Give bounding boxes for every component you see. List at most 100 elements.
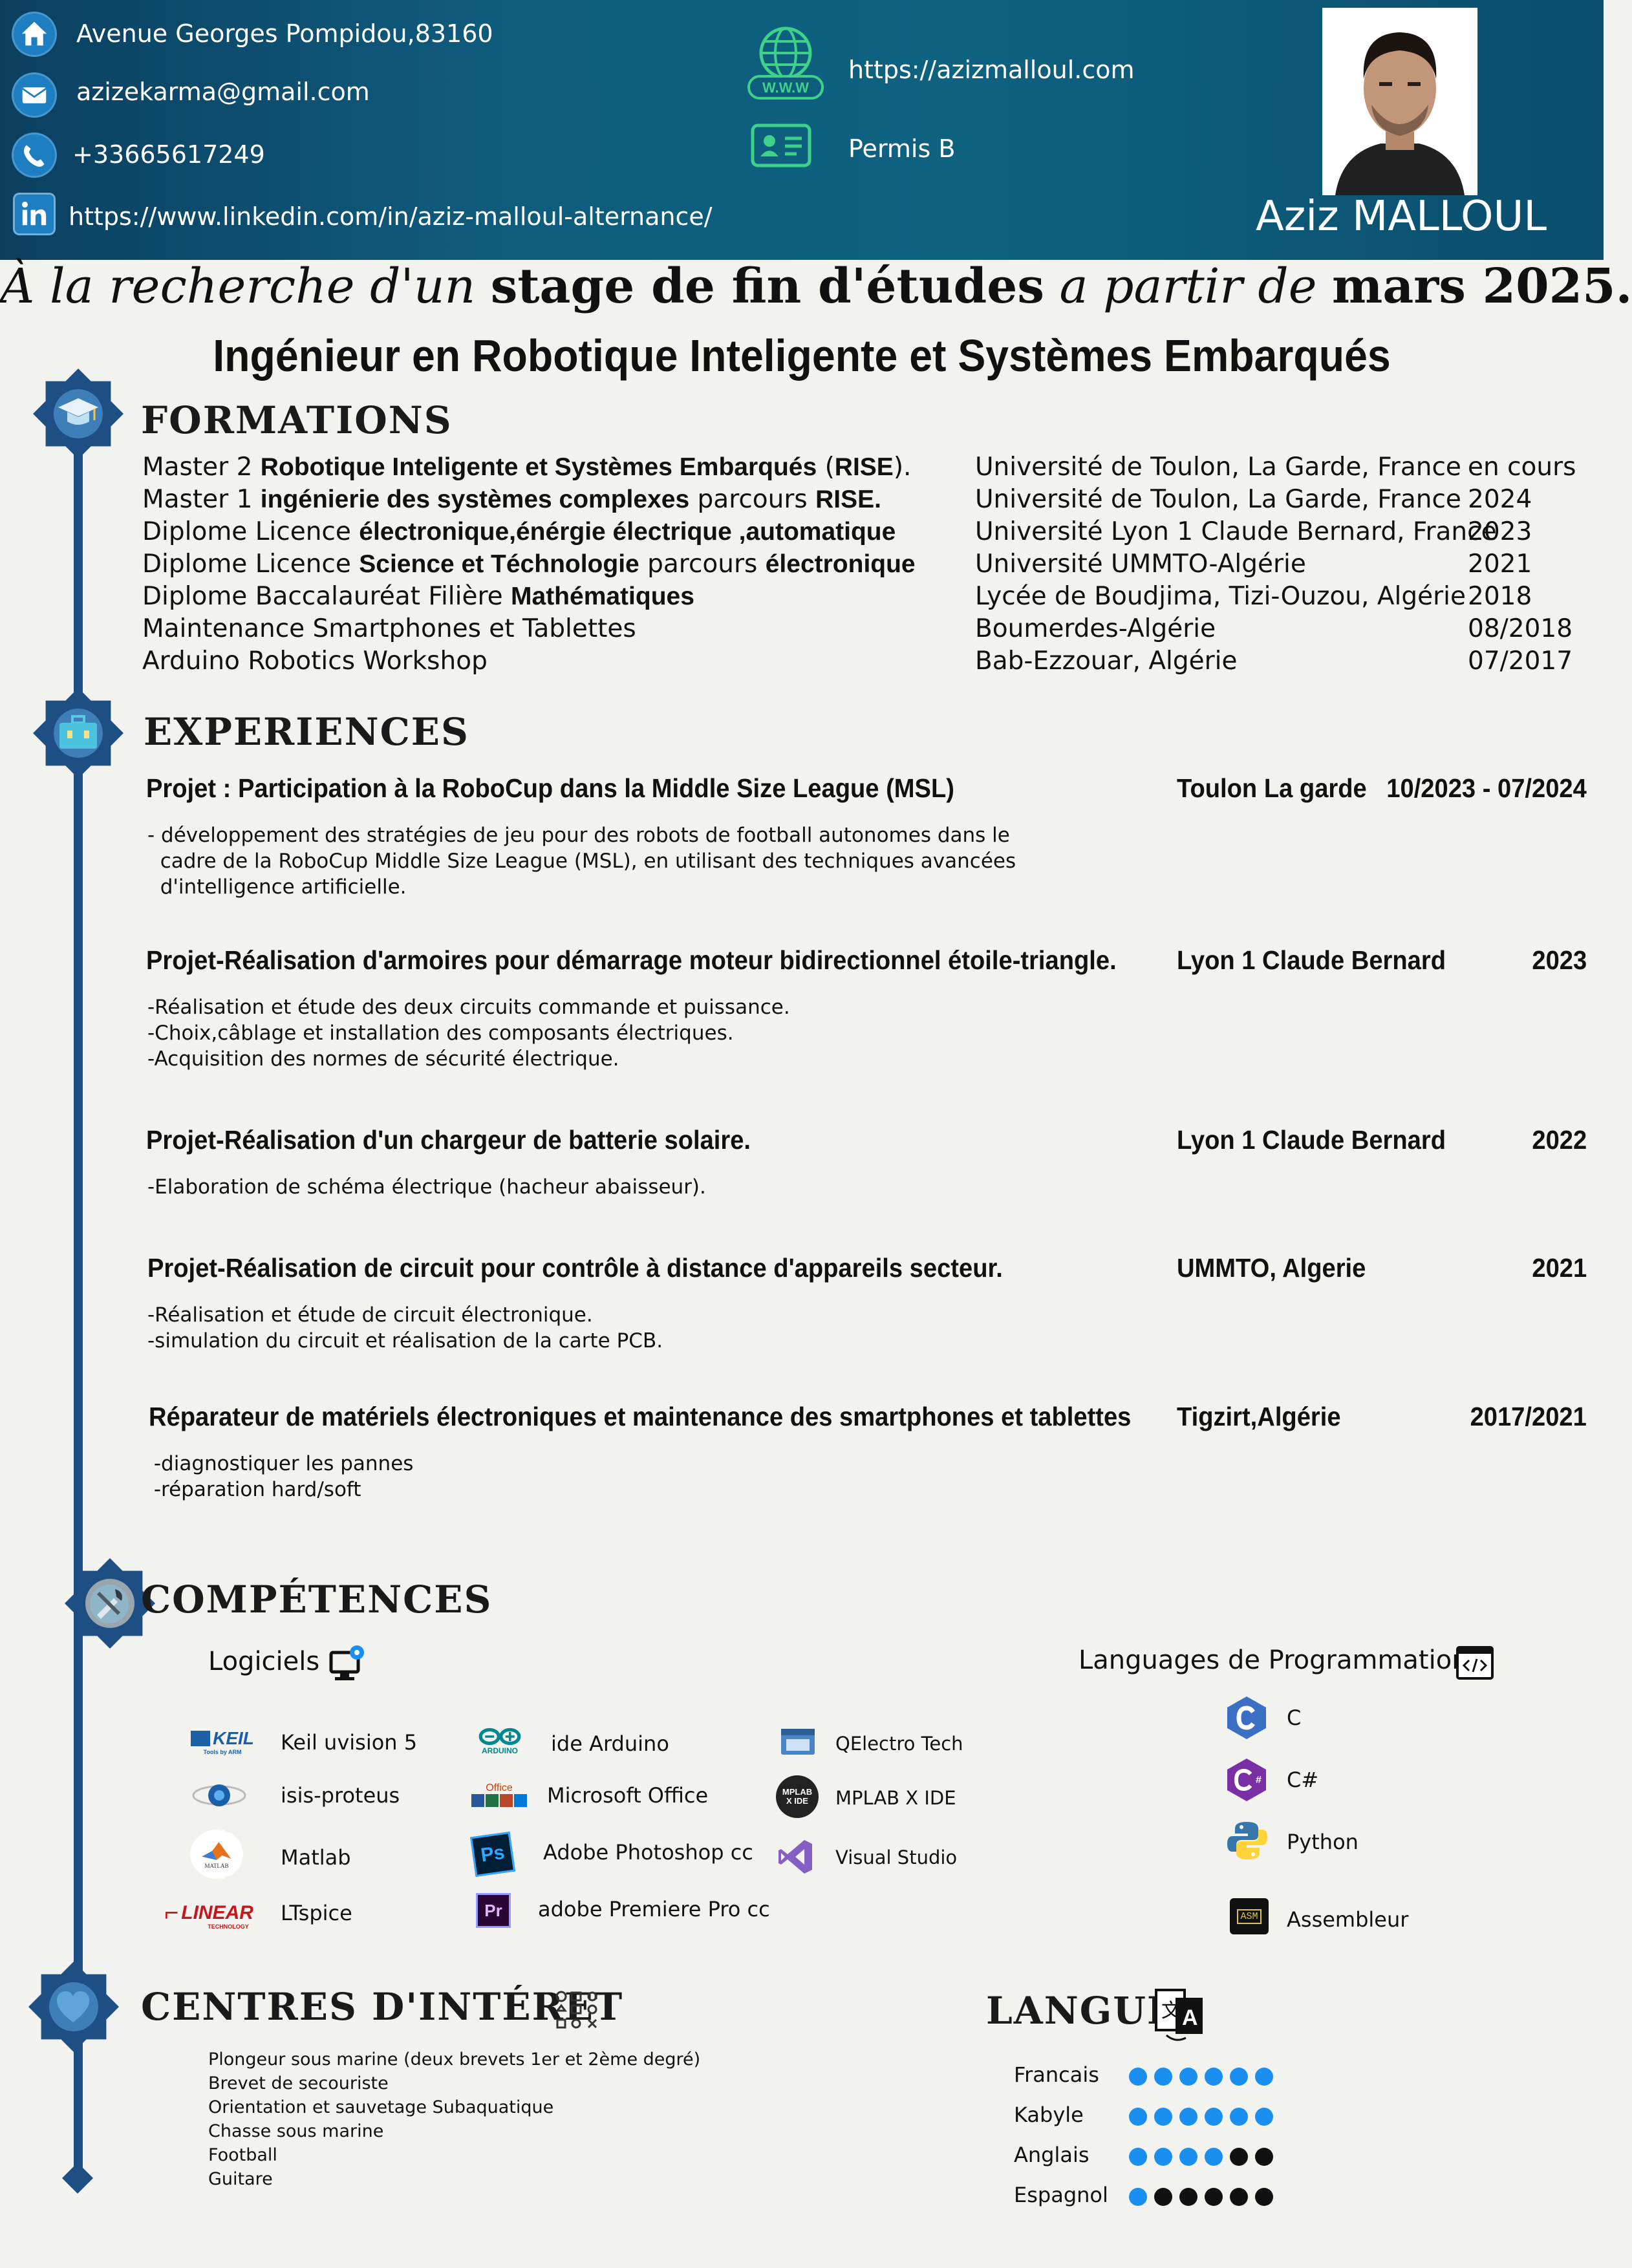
formation-degree-bold: ingénierie des systèmes complexes <box>260 486 690 513</box>
experience-title: Projet-Réalisation d'un chargeur de batt… <box>146 1125 751 1155</box>
experience-description-line: - développement des stratégies de jeu po… <box>147 824 1010 847</box>
language-level-dot <box>1179 2148 1197 2166</box>
language-c: C <box>1287 1706 1302 1730</box>
language-level-dot <box>1255 2108 1273 2126</box>
photoshop-logo-icon: Ps <box>467 1828 519 1880</box>
formation-degree: Diplome Baccalauréat Filière Mathématiqu… <box>142 582 694 611</box>
software-photoshop: Adobe Photoshop cc <box>543 1840 753 1865</box>
job-title: Ingénieur en Robotique Inteligente et Sy… <box>213 330 1391 381</box>
language-level-dot <box>1230 2188 1248 2206</box>
programming-heading: Languages de Programmation <box>1079 1645 1468 1675</box>
qelectrotech-logo-icon <box>778 1725 817 1757</box>
formation-place: Boumerdes-Algérie <box>975 614 1216 643</box>
software-arduino: ide Arduino <box>551 1731 669 1756</box>
experience-description: - développement des stratégies de jeu po… <box>147 822 1016 900</box>
arduino-logo-icon: ARDUINO <box>471 1722 529 1760</box>
software-premiere: adobe Premiere Pro cc <box>538 1897 770 1921</box>
language-level-dots <box>1129 2068 1273 2086</box>
tagline-part1: À la recherche d'un <box>0 259 476 314</box>
language-level-dot <box>1129 2148 1147 2166</box>
tagline: À la recherche d'un stage de fin d'étude… <box>0 259 1632 314</box>
experience-description-line: -Réalisation et étude des deux circuits … <box>147 996 790 1019</box>
language-level-dot <box>1154 2188 1172 2206</box>
section-interets-title: CENTRES D'INTÉRET <box>141 1985 624 2029</box>
software-visual-studio: Visual Studio <box>835 1846 958 1868</box>
tagline-part3: a partir de <box>1059 259 1317 314</box>
language-level-dot <box>1255 2188 1273 2206</box>
office-logo-icon: Office <box>467 1777 531 1813</box>
language-level-dot <box>1205 2148 1223 2166</box>
experience-description-line: -Elaboration de schéma électrique (hache… <box>147 1175 706 1199</box>
python-logo-icon <box>1226 1819 1269 1862</box>
language-csharp: C# <box>1287 1768 1319 1792</box>
phone-icon <box>12 133 57 178</box>
formation-date: en cours <box>1468 453 1576 482</box>
website-link[interactable]: https://azizmalloul.com <box>848 56 1135 84</box>
tagline-part4: mars 2025. <box>1332 259 1632 314</box>
formation-degree-bold: Mathématiques <box>511 583 694 610</box>
formation-place: Université UMMTO-Algérie <box>975 550 1306 579</box>
www-badge-text: W.W.W <box>762 80 809 96</box>
c-logo-icon <box>1226 1695 1267 1740</box>
formation-degree-text: parcours <box>689 485 816 514</box>
language-name: Anglais <box>1014 2143 1090 2167</box>
experience-date: 10/2023 - 07/2024 <box>1386 773 1587 803</box>
language-name: Espagnol <box>1014 2183 1108 2207</box>
formation-date: 2024 <box>1468 485 1532 514</box>
experience-description: -Elaboration de schéma électrique (hache… <box>147 1174 706 1200</box>
formation-degree-text: Arduino Robotics Workshop <box>142 647 488 676</box>
software-matlab: Matlab <box>281 1845 351 1870</box>
formation-degree-bold: électronique <box>765 550 916 578</box>
language-level-dot <box>1205 2188 1223 2206</box>
experience-description: -Réalisation et étude des deux circuits … <box>147 994 790 1072</box>
experience-place: Toulon La garde <box>1177 773 1367 803</box>
experience-description-line: -Réalisation et étude de circuit électro… <box>147 1303 593 1327</box>
formation-degree: Diplome Licence électronique,énérgie éle… <box>142 517 896 546</box>
formation-degree-text: ( <box>817 453 835 482</box>
linkedin-icon <box>13 193 56 235</box>
formation-degree-text: Maintenance Smartphones et Tablettes <box>142 614 636 643</box>
section-formations-title: FORMATIONS <box>141 398 453 442</box>
section-experiences-title: EXPERIENCES <box>144 710 469 754</box>
formation-degree-bold: Science et Téchnologie <box>359 550 639 578</box>
formation-degree: Master 1 ingénierie des systèmes complex… <box>142 485 881 514</box>
language-level-dot <box>1255 2148 1273 2166</box>
language-level-dot <box>1154 2148 1172 2166</box>
globe-icon: W.W.W <box>747 23 824 102</box>
interest-item: Football <box>208 2145 277 2165</box>
language-level-dot <box>1205 2108 1223 2126</box>
language-name: Kabyle <box>1014 2102 1084 2127</box>
interest-item: Guitare <box>208 2169 273 2189</box>
language-level-dot <box>1129 2188 1147 2206</box>
linkedin-link[interactable]: https://www.linkedin.com/in/aziz-malloul… <box>69 202 713 231</box>
csharp-logo-icon: # <box>1226 1757 1267 1803</box>
briefcase-icon <box>57 714 100 753</box>
address-text: Avenue Georges Pompidou,83160 <box>76 19 493 48</box>
language-level-dot <box>1129 2108 1147 2126</box>
email-text: azizekarma@gmail.com <box>76 78 370 106</box>
language-level-dot <box>1205 2068 1223 2086</box>
section-competences-title: COMPÉTENCES <box>141 1578 493 1621</box>
formation-date: 08/2018 <box>1468 614 1573 643</box>
mplab-logo-icon: MPLAB X IDE <box>776 1775 819 1818</box>
tools-icon <box>88 1583 131 1625</box>
linear-logo-icon: ⌐LINEAR TECHNOLOGY <box>164 1899 253 1930</box>
formation-degree-text: Master 1 <box>142 485 261 514</box>
formation-date: 07/2017 <box>1468 647 1573 676</box>
formation-degree-text: ). <box>893 453 912 482</box>
experience-place: Lyon 1 Claude Bernard <box>1177 1125 1446 1155</box>
formation-degree-text: Diplome Licence <box>142 550 360 579</box>
experience-description-line: -Choix,câblage et installation des compo… <box>147 1022 734 1045</box>
experience-date: 2022 <box>1532 1125 1587 1155</box>
experience-description-line: -réparation hard/soft <box>147 1478 361 1501</box>
formation-degree-text: Master 2 <box>142 453 261 482</box>
svg-text:A: A <box>1182 2006 1198 2030</box>
language-level-dot <box>1154 2068 1172 2086</box>
formation-place: Université Lyon 1 Claude Bernard, France <box>975 517 1497 546</box>
software-qelectrotech: QElectro Tech <box>835 1733 963 1755</box>
formation-place: Université de Toulon, La Garde, France <box>975 485 1461 514</box>
formation-degree-bold: électronique,énérgie électrique ,automat… <box>359 518 896 546</box>
formation-degree-text: parcours <box>639 550 766 579</box>
language-assembleur: Assembleur <box>1287 1907 1409 1932</box>
